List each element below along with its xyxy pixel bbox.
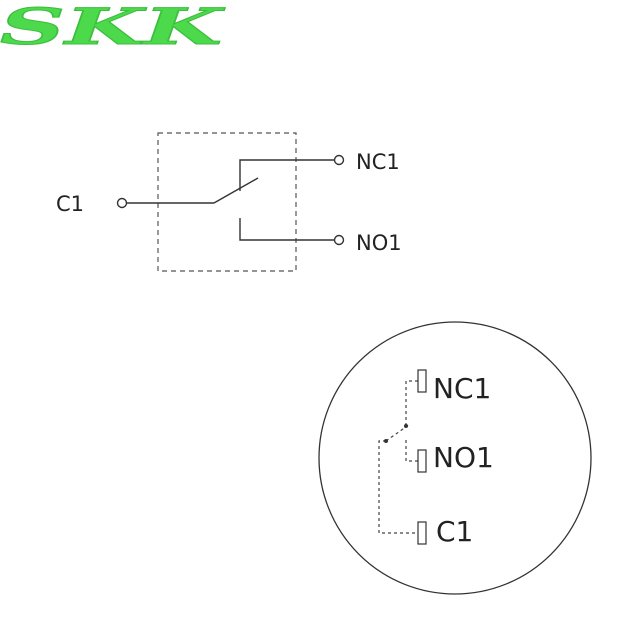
pin-view	[318, 321, 592, 595]
switch-blade	[213, 177, 259, 204]
housing-outline	[318, 321, 592, 595]
pin-c1	[417, 521, 427, 545]
c-trace	[378, 440, 418, 534]
label-c1: C1	[56, 192, 84, 216]
terminal-nc1-node	[333, 154, 345, 166]
label-nc1: NC1	[356, 150, 400, 174]
pin-label-no1: NO1	[433, 441, 494, 474]
pin-label-nc1: NC1	[433, 372, 491, 405]
nc-wire	[239, 159, 334, 191]
terminal-no1-node	[333, 234, 345, 246]
switch-enclosure	[157, 132, 297, 272]
brand-logo: SKK	[0, 0, 227, 57]
logo-text: SKK	[0, 0, 227, 56]
blade-tip	[404, 424, 408, 428]
no-trace	[405, 440, 418, 462]
pin-nc1	[417, 369, 427, 393]
no-wire	[239, 218, 334, 241]
blade-pivot	[384, 439, 388, 443]
pin-no1	[417, 449, 427, 473]
pin-label-c1: C1	[436, 515, 473, 548]
label-no1: NO1	[356, 231, 402, 255]
nc-trace	[405, 380, 418, 428]
switch-schematic	[116, 132, 345, 272]
terminal-c1-node	[116, 197, 128, 209]
